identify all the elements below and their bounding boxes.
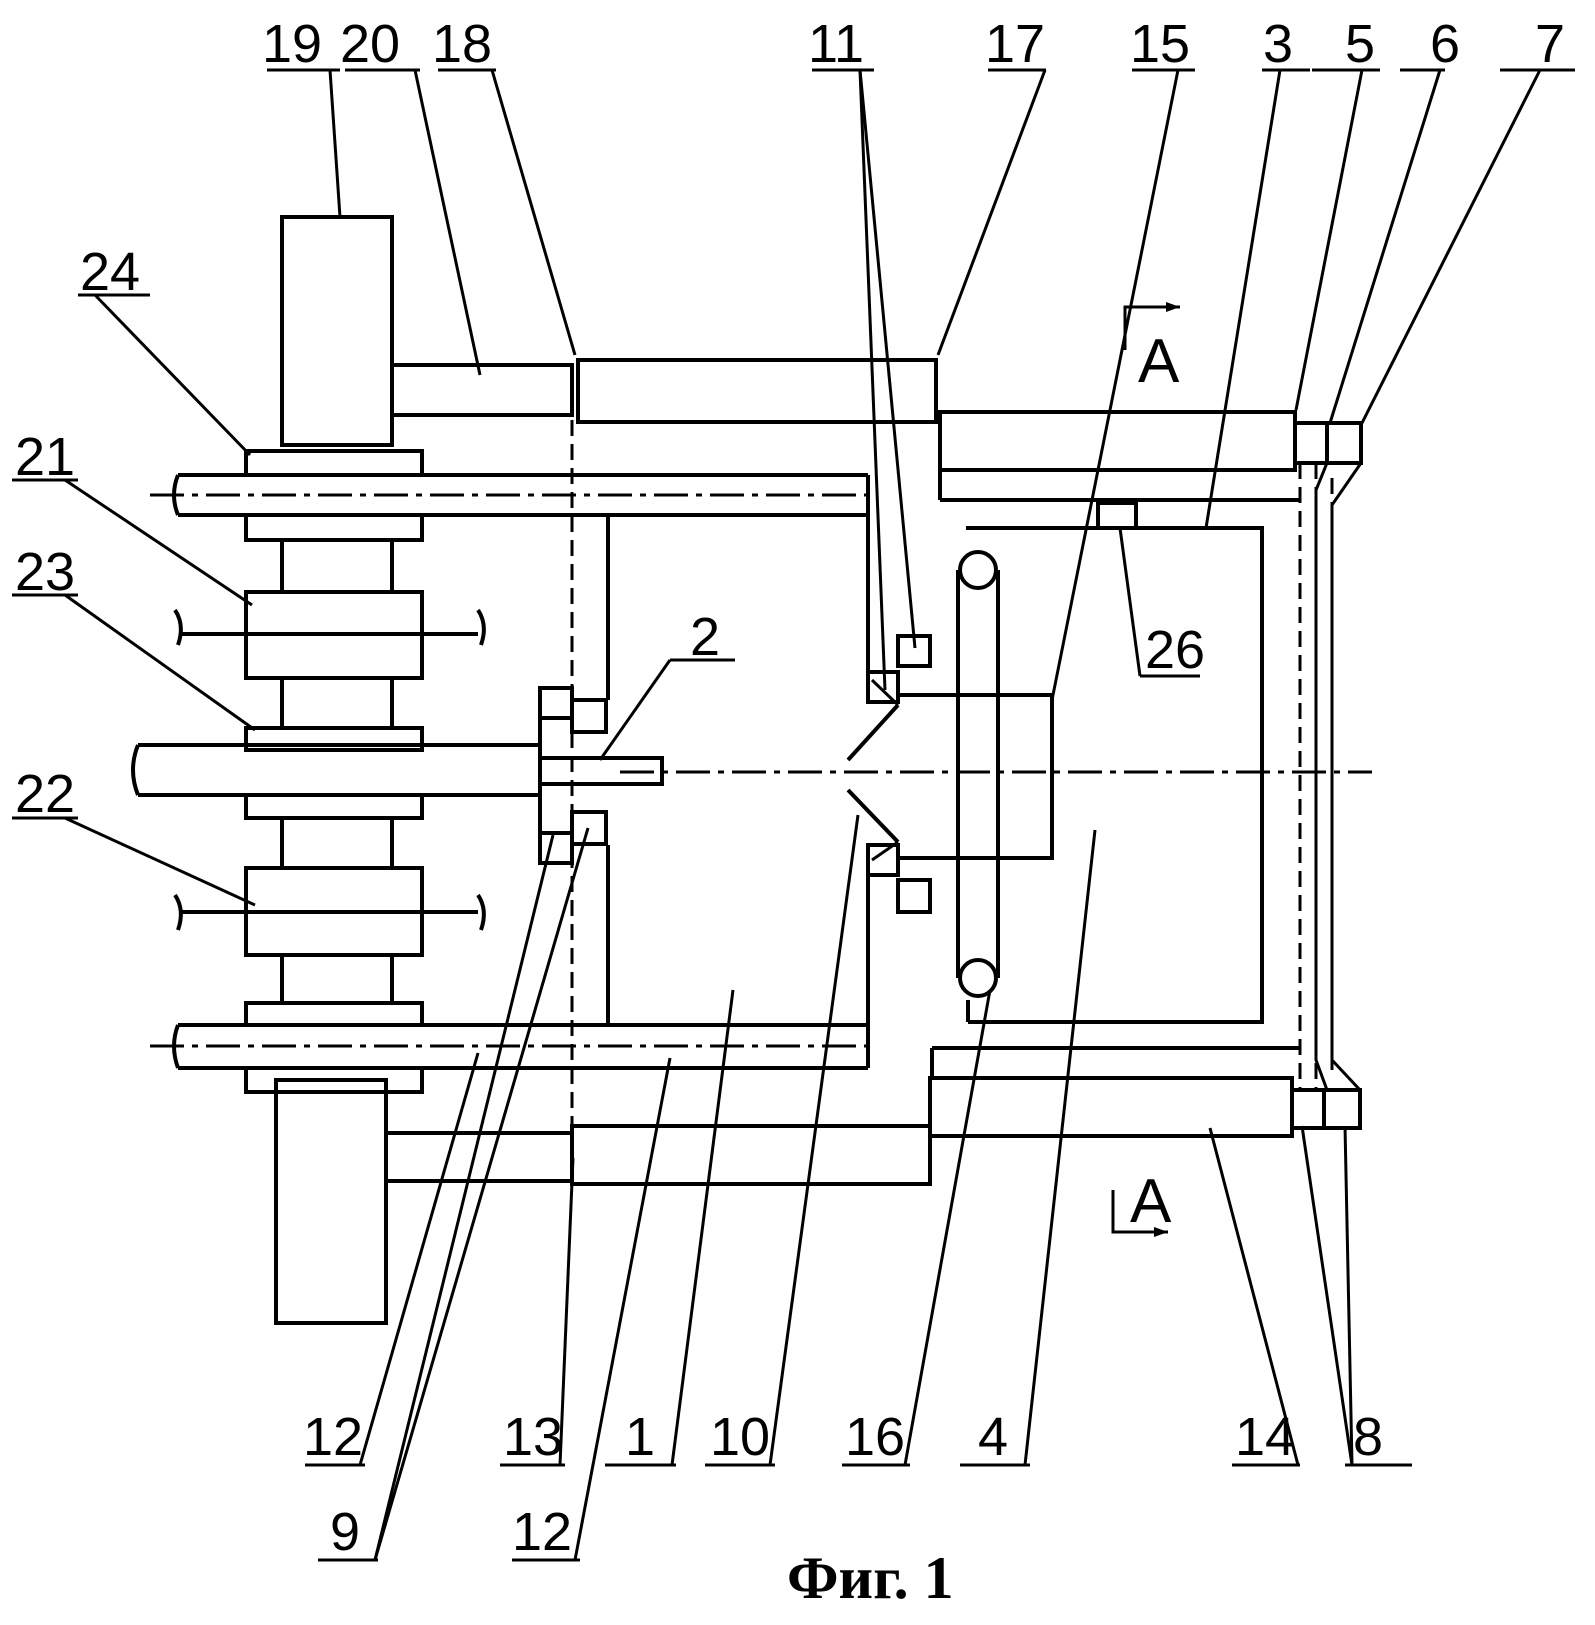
- label-15: 15: [1130, 14, 1190, 74]
- section-mark-top: A: [1125, 302, 1180, 396]
- label-10: 10: [710, 1407, 770, 1467]
- label-21: 21: [15, 427, 75, 487]
- label-22: 22: [15, 764, 75, 824]
- labels-top: 19 20 18 11 17 15 3 5 6 7: [262, 14, 1565, 74]
- label-20: 20: [340, 14, 400, 74]
- section-label-bottom: A: [1130, 1167, 1172, 1236]
- label-17: 17: [985, 14, 1045, 74]
- label-23: 23: [15, 542, 75, 602]
- labels-left: 24 21 23 22: [15, 242, 140, 824]
- label-12a: 12: [303, 1407, 363, 1467]
- labels-inner: 2 26: [690, 607, 1205, 680]
- flange-19: [276, 217, 392, 1323]
- wires: [175, 610, 484, 930]
- label-3: 3: [1263, 14, 1293, 74]
- insulators: [246, 451, 422, 1092]
- figure-caption: Фиг. 1: [787, 1545, 954, 1611]
- label-6: 6: [1430, 14, 1460, 74]
- label-16: 16: [845, 1407, 905, 1467]
- label-11: 11: [808, 14, 864, 74]
- label-24: 24: [80, 242, 140, 302]
- label-8: 8: [1353, 1407, 1383, 1467]
- label-1: 1: [625, 1407, 655, 1467]
- label-7: 7: [1535, 14, 1565, 74]
- loop-16: [958, 552, 998, 996]
- labels-bottom: 12 13 1 10 16 4 14 8: [303, 1407, 1383, 1467]
- label-19: 19: [262, 14, 322, 74]
- end-plates: [1292, 423, 1361, 1128]
- labels-bottom-row2: 9 12: [330, 1502, 572, 1562]
- label-2: 2: [690, 607, 720, 667]
- label-18: 18: [432, 14, 492, 74]
- label-14: 14: [1235, 1407, 1295, 1467]
- insulator-20: [386, 365, 572, 1181]
- label-13: 13: [503, 1407, 563, 1467]
- section-mark-bottom: A: [1113, 1167, 1172, 1237]
- label-5: 5: [1345, 14, 1375, 74]
- rods: [133, 420, 870, 1140]
- insulator-26: [1098, 503, 1136, 528]
- small-insulators: [540, 636, 930, 912]
- section-label-top: A: [1138, 327, 1180, 396]
- label-26: 26: [1145, 620, 1205, 680]
- label-4: 4: [978, 1407, 1008, 1467]
- target-15: [898, 695, 1052, 858]
- label-12b: 12: [512, 1502, 572, 1562]
- part-3-box: [968, 528, 1262, 1022]
- label-9: 9: [330, 1502, 360, 1562]
- cylinder-14: [930, 412, 1300, 1136]
